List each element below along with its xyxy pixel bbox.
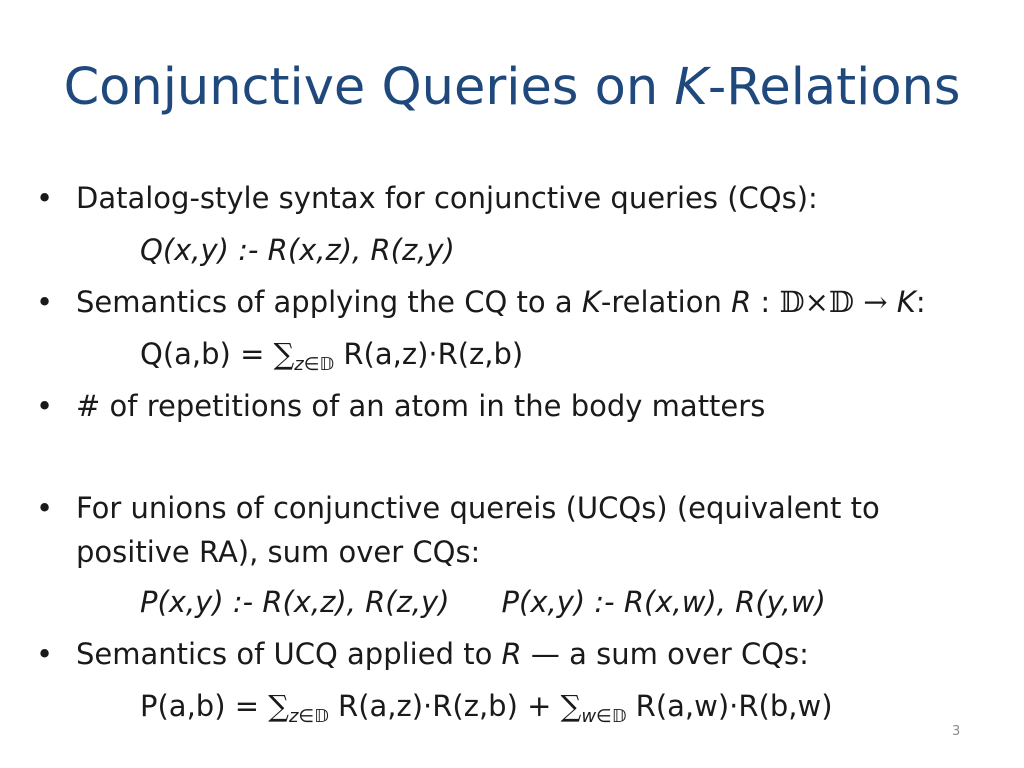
sum-subscript: z∈𝔻 [288, 706, 329, 727]
bullet-text-k: K [581, 285, 601, 319]
formula-rhs: R(a,w)·R(b,w) [626, 689, 833, 723]
bullet-cq-syntax: • Datalog-style syntax for conjunctive q… [36, 172, 996, 224]
bullet-text-part: — a sum over CQs: [521, 637, 809, 671]
bullet-text-r: R [501, 637, 522, 671]
formula-cq-text: Q(x,y) :- R(x,z), R(z,y) [140, 233, 455, 267]
bullet-text-part: Semantics of applying the CQ to a [76, 285, 582, 319]
bullet-dot: • [36, 637, 54, 671]
formula-ucq-first: P(x,y) :- R(x,z), R(z,y) [140, 585, 450, 619]
bullet-repetitions: • # of repetitions of an atom in the bod… [36, 380, 996, 432]
sum-symbol: ∑ [273, 337, 295, 371]
bullet-ucq: • For unions of conjunctive quereis (UCQ… [36, 482, 996, 576]
title-prefix: Conjunctive Queries on [63, 58, 675, 117]
bullet-text: Semantics of UCQ applied to R — a sum ov… [76, 628, 809, 680]
formula-ucq-semantics: P(a,b) = ∑z∈𝔻 R(a,z)·R(z,b) + ∑w∈𝔻 R(a,w… [36, 680, 996, 732]
formula-lhs: Q(a,b) = [140, 337, 274, 371]
bullet-text-r: R [731, 285, 752, 319]
title-italic-k: K [674, 58, 708, 117]
spacer [36, 432, 996, 482]
bullet-semantics-cq: • Semantics of applying the CQ to a K-re… [36, 276, 996, 328]
formula-rhs: R(a,z)·R(z,b) [334, 337, 524, 371]
slide-body: • Datalog-style syntax for conjunctive q… [36, 172, 996, 732]
bullet-text: Semantics of applying the CQ to a K-rela… [76, 276, 926, 328]
bullet-dot: • [36, 181, 54, 215]
bullet-text: Datalog-style syntax for conjunctive que… [76, 181, 818, 215]
sum-subscript: z∈𝔻 [294, 354, 335, 375]
signature: 𝔻×𝔻 → [779, 285, 897, 319]
bullet-text-k: K [896, 285, 916, 319]
formula-cq: Q(x,y) :- R(x,z), R(z,y) [36, 224, 996, 276]
bullet-dot: • [36, 491, 54, 525]
formula-mid: R(a,z)·R(z,b) + [328, 689, 561, 723]
sum-subscript: w∈𝔻 [581, 706, 627, 727]
slide-number: 3 [952, 724, 961, 739]
sum-symbol: ∑ [268, 689, 289, 723]
sum-symbol: ∑ [560, 689, 582, 723]
formula-ucq: P(x,y) :- R(x,z), R(z,y) P(x,y) :- R(x,w)… [36, 576, 996, 628]
slide-title: Conjunctive Queries on K-Relations [0, 62, 1024, 113]
formula-cq-semantics: Q(a,b) = ∑z∈𝔻 R(a,z)·R(z,b) [36, 328, 996, 380]
title-suffix: -Relations [707, 58, 961, 117]
bullet-text: For unions of conjunctive quereis (UCQs)… [76, 491, 880, 569]
bullet-text-part: -relation [600, 285, 732, 319]
bullet-text-part: : [915, 285, 926, 319]
bullet-dot: • [36, 389, 54, 423]
formula-lhs: P(a,b) = [140, 689, 269, 723]
formula-ucq-second: P(x,y) :- R(x,w), R(y,w) [501, 585, 826, 619]
bullet-dot: • [36, 285, 54, 319]
bullet-text-part: Semantics of UCQ applied to [76, 637, 502, 671]
bullet-semantics-ucq: • Semantics of UCQ applied to R — a sum … [36, 628, 996, 680]
bullet-text: # of repetitions of an atom in the body … [76, 389, 766, 423]
bullet-text-part: : [751, 285, 780, 319]
